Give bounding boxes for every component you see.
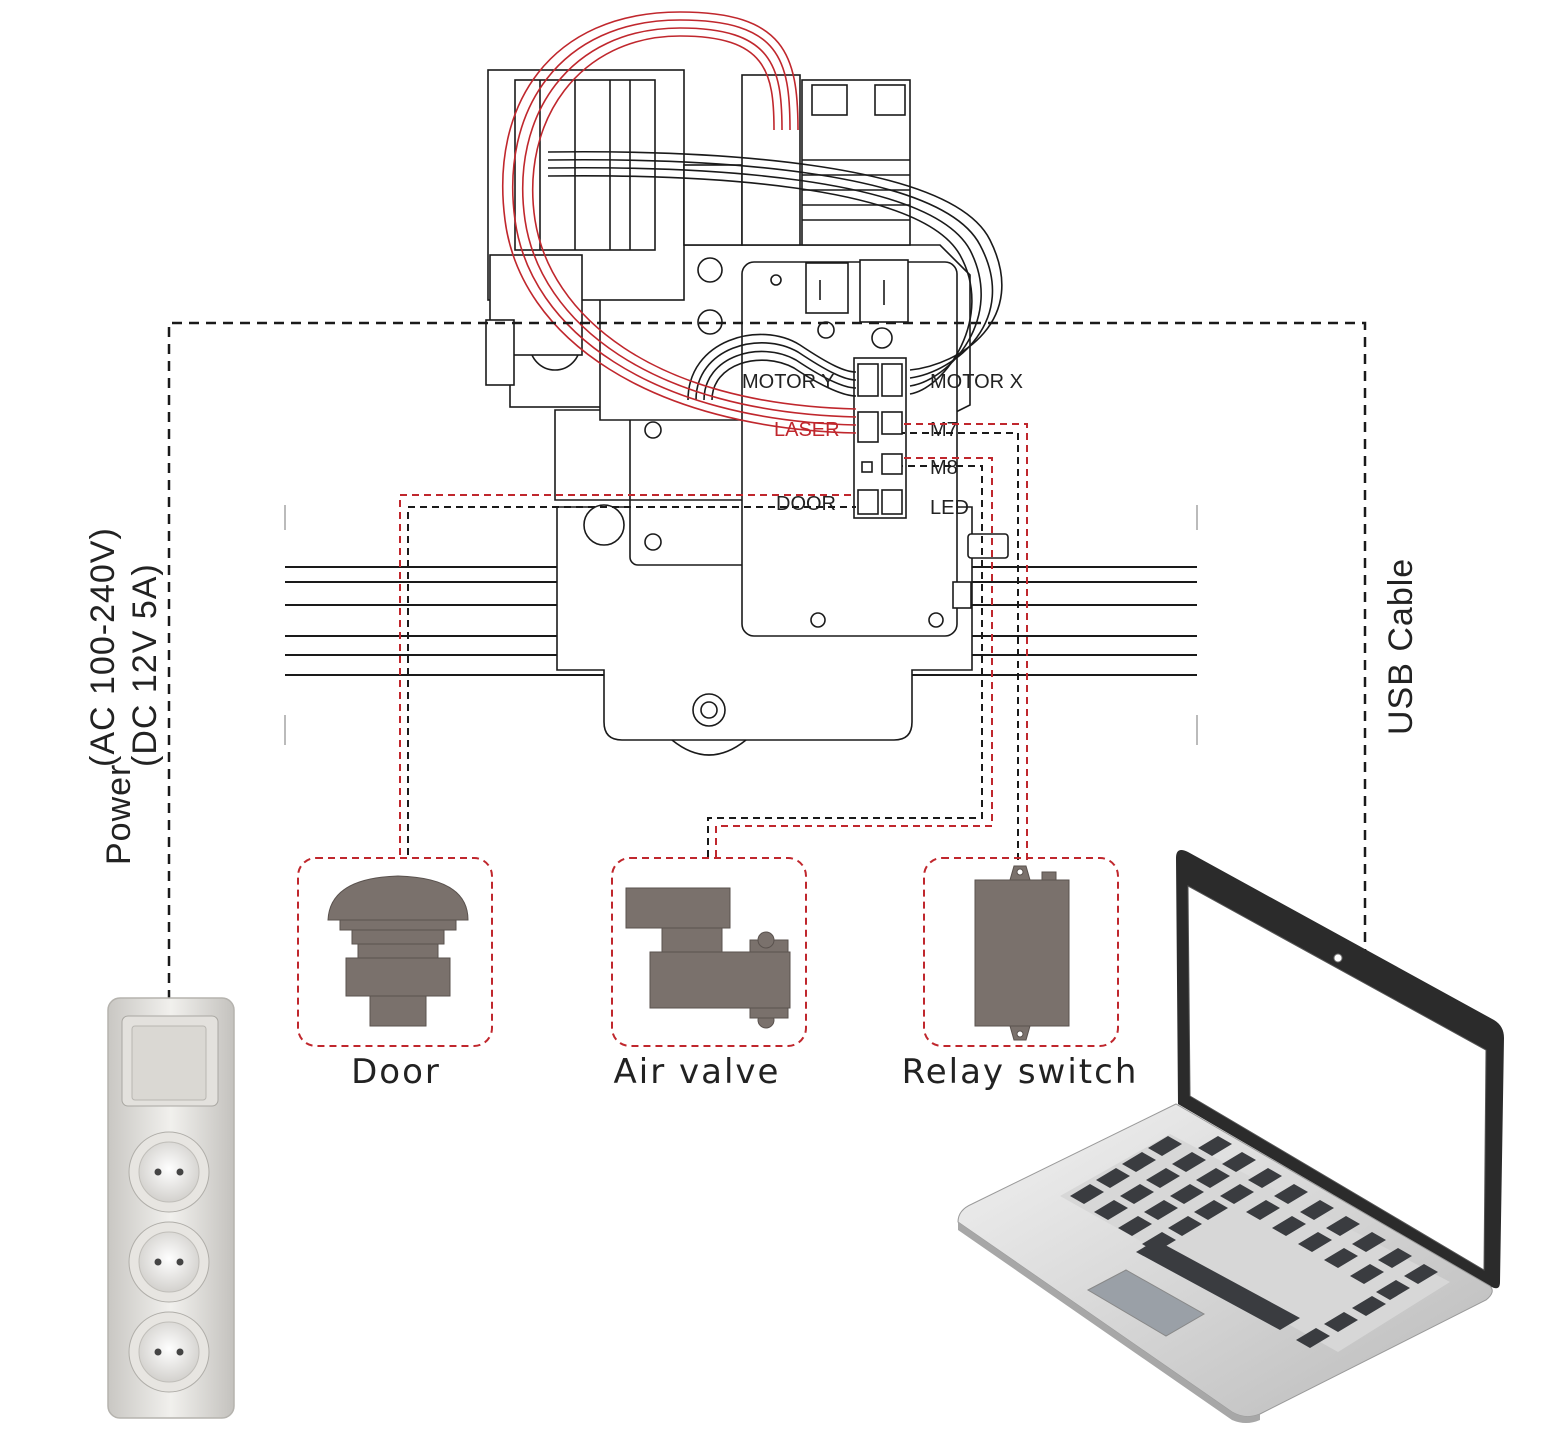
board-port-labels: MOTOR Y MOTOR X LASER M7 M8 DOOR LED	[742, 371, 1023, 519]
laser-harness	[501, 11, 857, 434]
relay-cable	[902, 423, 1028, 860]
usb-label: USB Cable	[1382, 558, 1420, 735]
label-door-port: DOOR	[776, 493, 836, 515]
laptop-keyboard	[1060, 1134, 1450, 1352]
air-valve-box: Air valve	[611, 857, 807, 1092]
relay-box: Relay switch	[902, 857, 1139, 1092]
door-box: Door	[297, 857, 493, 1092]
laptop-icon	[957, 850, 1504, 1423]
label-led: LED	[930, 497, 969, 519]
label-m7: M7	[930, 419, 958, 441]
air-valve-cable	[707, 457, 993, 857]
power-ac: (AC 100-240V)	[84, 527, 122, 767]
usb-cable-label: USB Cable	[1382, 558, 1420, 735]
door-cable	[399, 494, 856, 855]
label-m8: M8	[930, 457, 958, 479]
relay-switch-icon	[974, 865, 1070, 1041]
power-title: Power	[100, 764, 138, 865]
power-strip-icon	[107, 997, 235, 1419]
power-dc: (DC 12V 5A)	[126, 563, 164, 767]
air-valve-icon	[625, 887, 791, 1029]
socket-1	[128, 1131, 210, 1213]
laptop-trackpad	[1086, 1269, 1206, 1337]
relay-switch-label: Relay switch	[902, 1052, 1139, 1092]
socket-2	[128, 1221, 210, 1303]
air-valve-label: Air valve	[614, 1052, 781, 1092]
door-label: Door	[351, 1052, 441, 1092]
label-laser: LASER	[774, 419, 840, 441]
label-motor-x: MOTOR X	[930, 371, 1023, 393]
door-button-icon	[327, 875, 469, 1027]
socket-3	[128, 1311, 210, 1393]
usb-power-cables	[167, 321, 1367, 1000]
label-motor-y: MOTOR Y	[742, 371, 835, 393]
motor-y-harness	[547, 150, 1003, 401]
power-label: Power (AC 100-240V) (DC 12V 5A)	[84, 527, 164, 865]
